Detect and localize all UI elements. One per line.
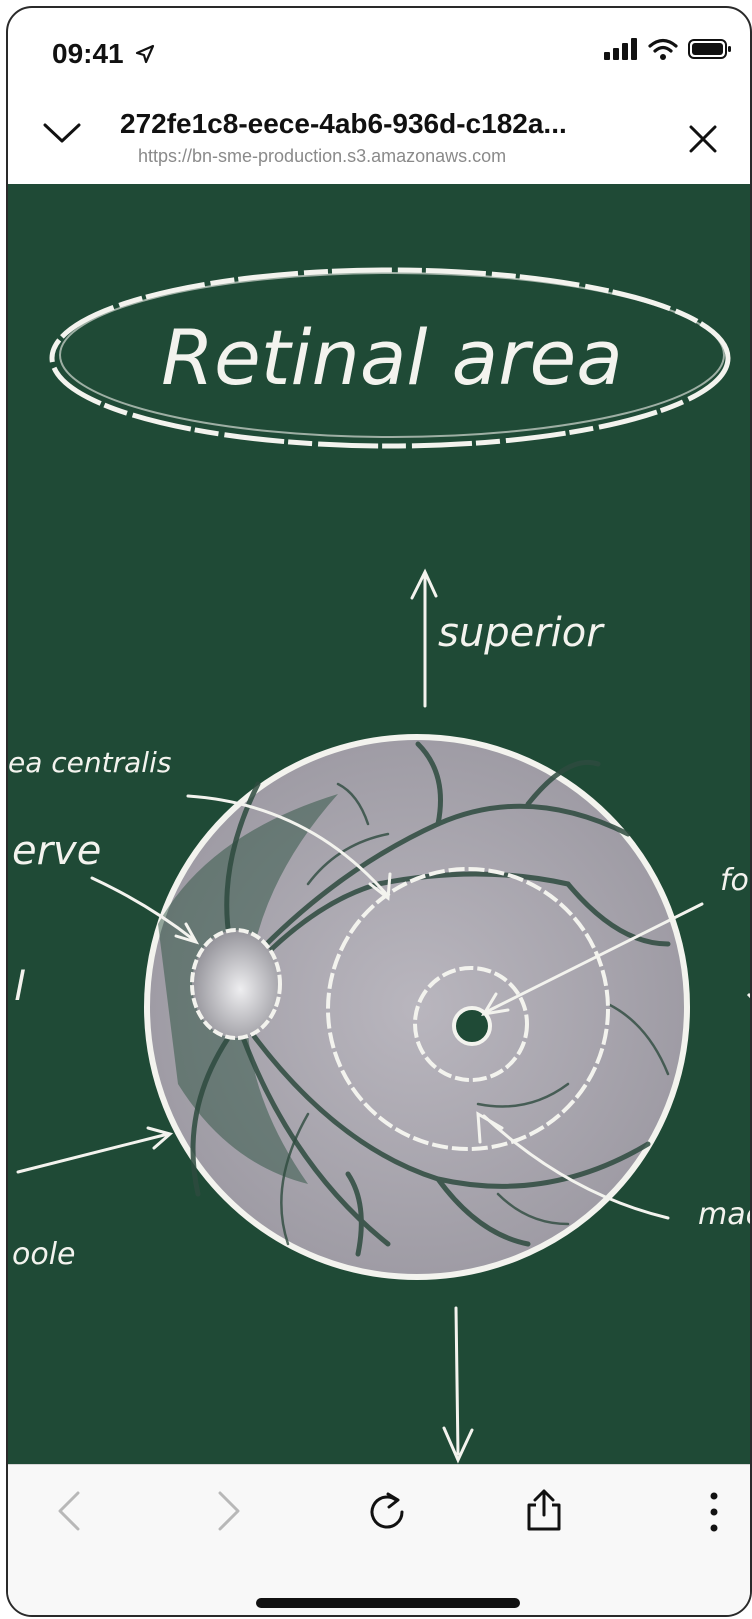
phone-frame: 09:41 — [6, 6, 752, 1617]
forward-icon[interactable] — [214, 1489, 244, 1538]
label-optic-nerve: erve — [12, 828, 101, 874]
retina-diagram-image: Retinal area superior — [8, 184, 750, 1466]
chevron-down-icon[interactable] — [42, 120, 82, 151]
location-arrow-icon — [135, 44, 155, 69]
inferior-arrow — [444, 1308, 472, 1460]
battery-icon — [688, 38, 732, 65]
back-icon[interactable] — [54, 1489, 84, 1538]
reload-icon[interactable] — [368, 1491, 408, 1538]
page-title: 272fe1c8-eece-4ab6-936d-c182a... — [120, 108, 660, 140]
diagram-title: Retinal area — [161, 313, 623, 402]
label-left-edge: l — [14, 964, 25, 1010]
status-bar: 09:41 — [8, 8, 750, 100]
more-icon[interactable] — [708, 1491, 720, 1538]
posterior-pole-arrow — [18, 1128, 170, 1172]
label-superior: superior — [438, 610, 605, 656]
label-fovea-centralis: ea centralis — [8, 746, 171, 779]
label-macula: macı — [698, 1197, 750, 1232]
home-indicator[interactable] — [256, 1598, 520, 1608]
label-fovea: fov — [720, 863, 750, 898]
page-url[interactable]: https://bn-sme-production.s3.amazonaws.c… — [138, 146, 658, 167]
superior-arrow — [412, 572, 436, 706]
label-posterior-pole: oole — [12, 1237, 76, 1272]
wifi-icon — [648, 38, 678, 65]
share-icon[interactable] — [524, 1487, 564, 1538]
browser-header: 272fe1c8-eece-4ab6-936d-c182a... https:/… — [8, 100, 750, 188]
signal-icon — [604, 38, 638, 65]
close-icon[interactable] — [688, 124, 718, 159]
status-time: 09:41 — [52, 38, 124, 70]
optic-disc — [192, 930, 280, 1038]
browser-toolbar — [8, 1464, 750, 1617]
